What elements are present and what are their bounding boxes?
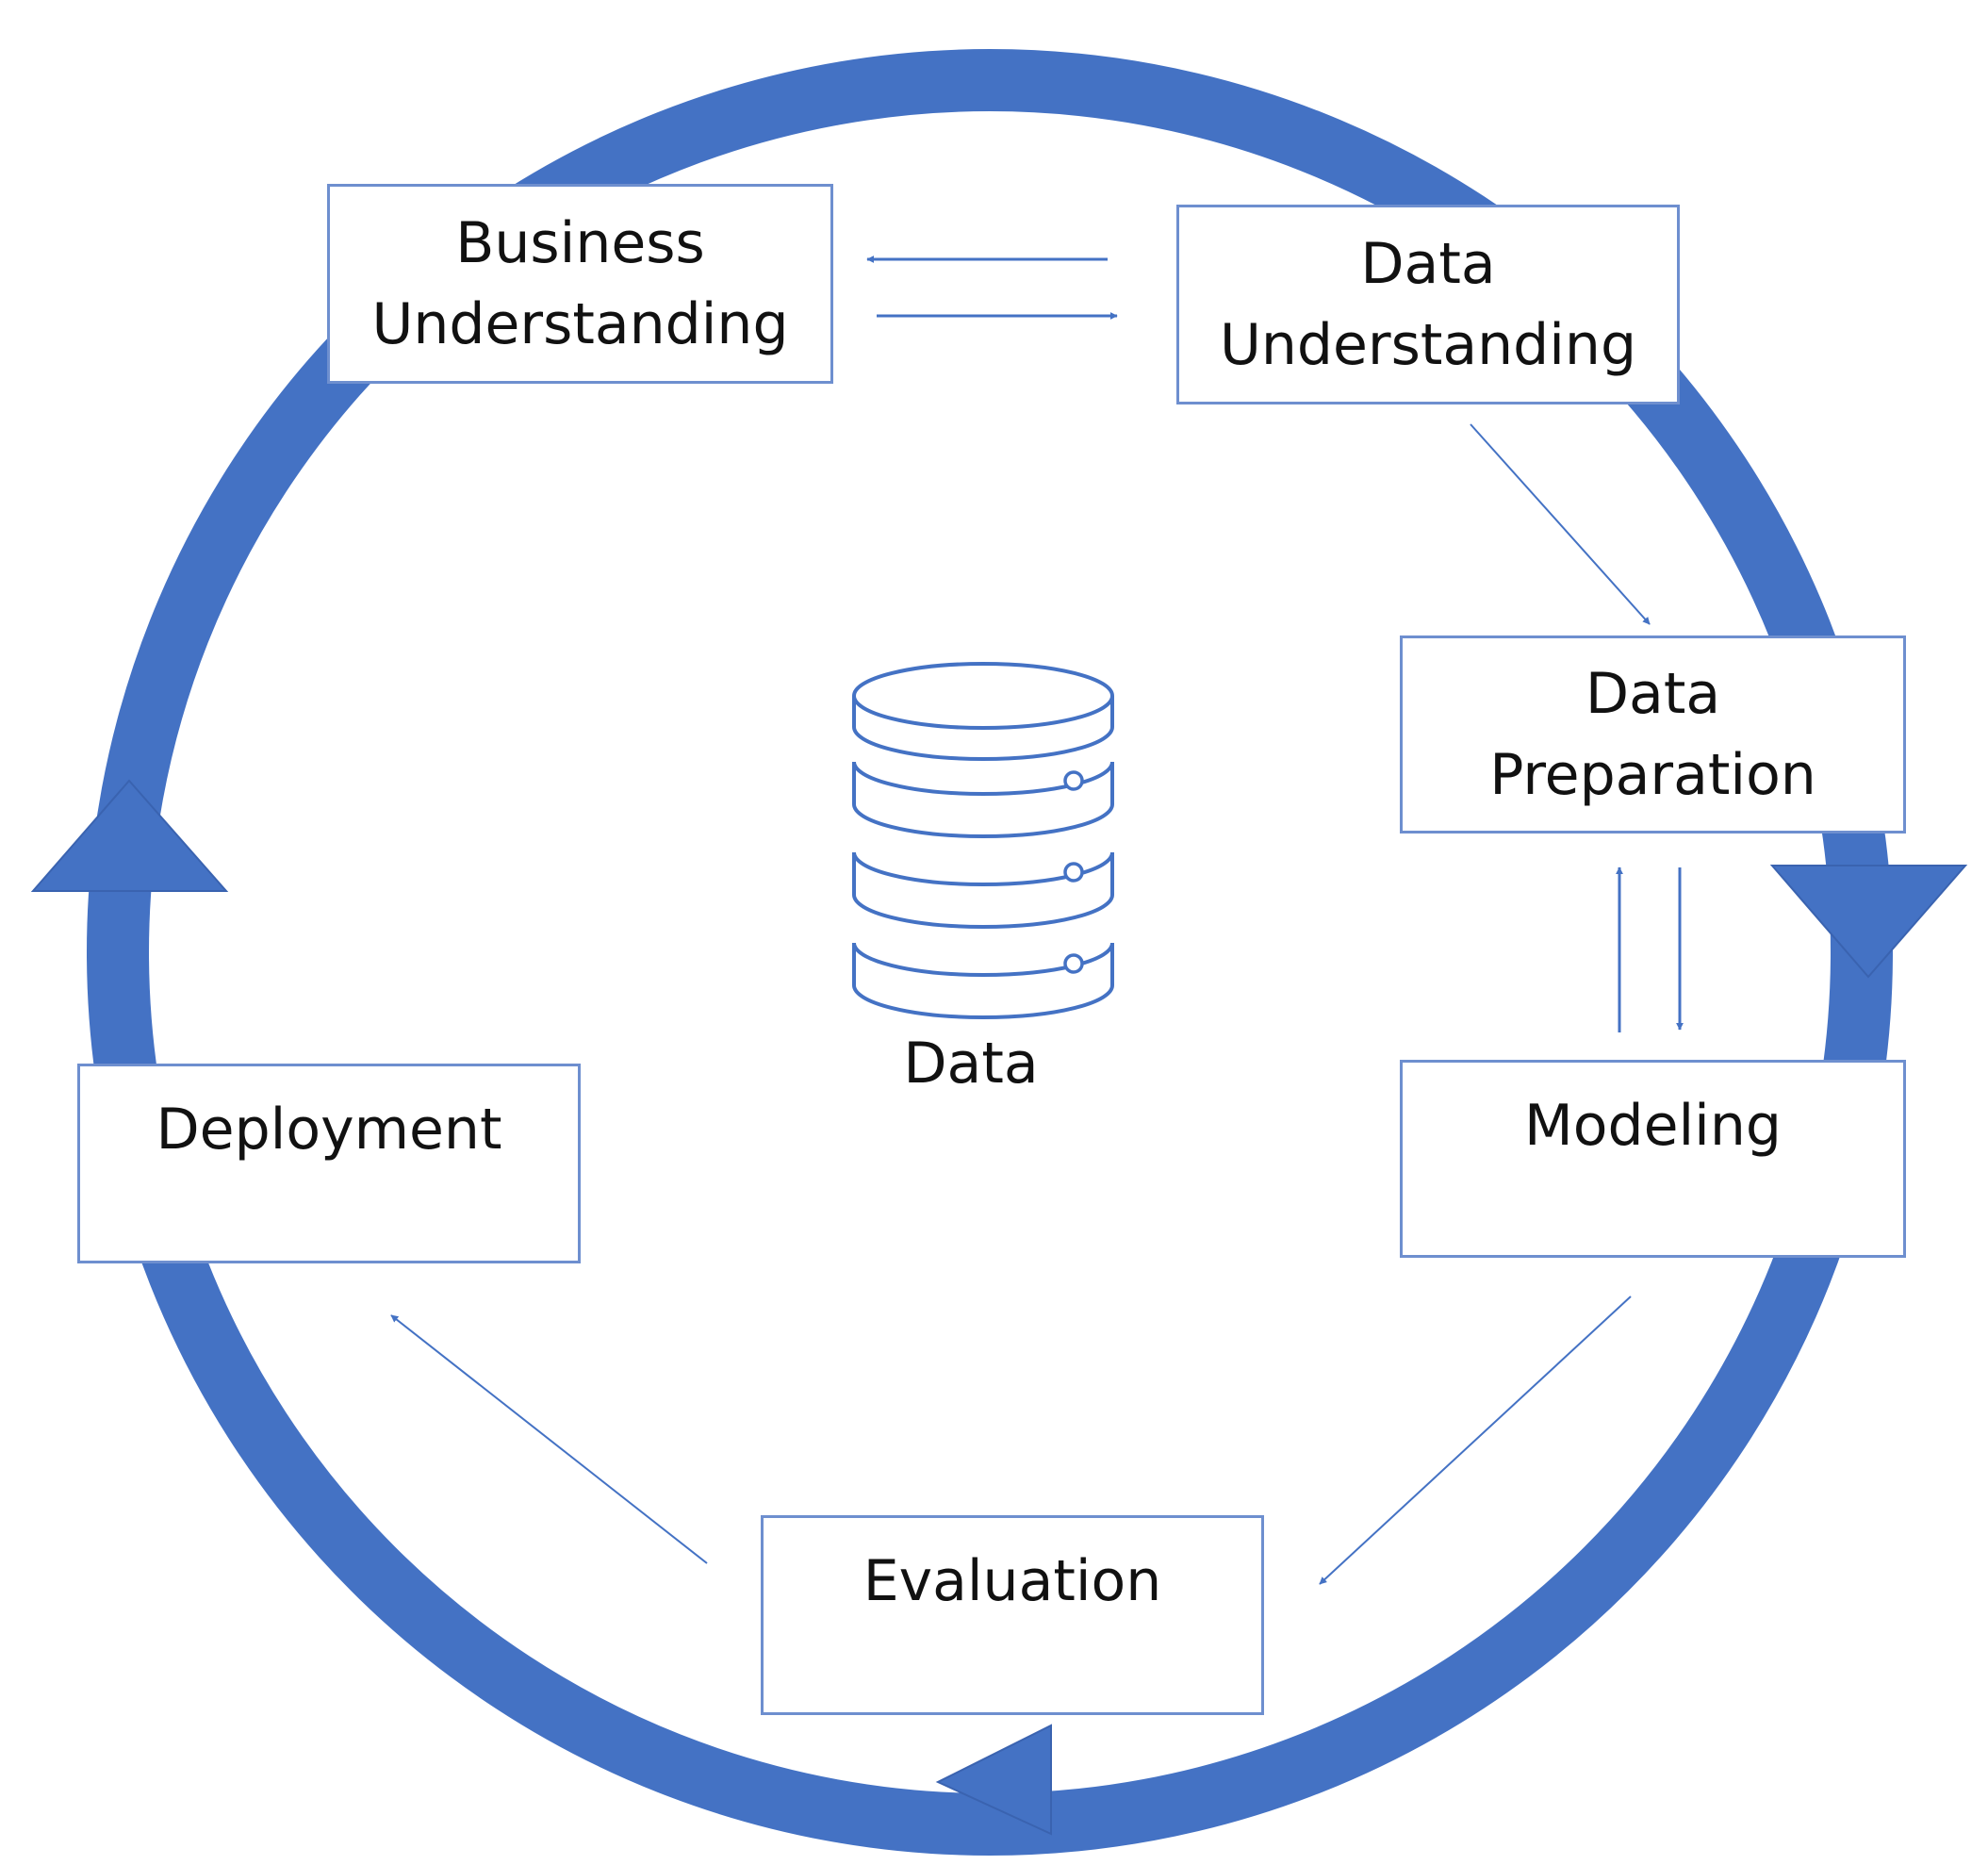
arrow-understanding-to-preparation [1470,423,1651,625]
ring-arrow-bottom-left-icon [935,1724,1052,1836]
phase-modeling-label: Modeling [1524,1093,1782,1159]
phase-business-understanding-line1: Business [455,210,705,276]
phase-data-preparation-line2: Preparation [1489,742,1816,808]
ring-arrow-left-up-icon [30,779,229,892]
phase-data-preparation-line1: Data [1585,661,1721,727]
phase-modeling: Modeling [1400,1060,1906,1258]
phase-evaluation: Evaluation [761,1515,1264,1715]
phase-deployment: Deployment [77,1064,581,1263]
phase-data-preparation: Data Preparation [1400,635,1906,833]
arrow-evaluation-to-deployment [390,1314,708,1564]
center-data-label: Data [903,1031,1039,1097]
database-icon [852,662,1114,1019]
phase-data-understanding-line1: Data [1360,231,1496,297]
phase-data-understanding-line2: Understanding [1219,312,1637,378]
phase-business-understanding-line2: Understanding [371,291,789,357]
phase-business-understanding: Business Understanding [327,184,833,384]
phase-evaluation-label: Evaluation [863,1548,1162,1614]
ring-arrow-right-down-icon [1769,865,1968,979]
phase-deployment-label: Deployment [156,1097,502,1163]
phase-data-understanding: Data Understanding [1176,205,1680,404]
arrow-modeling-to-evaluation [1319,1296,1632,1585]
